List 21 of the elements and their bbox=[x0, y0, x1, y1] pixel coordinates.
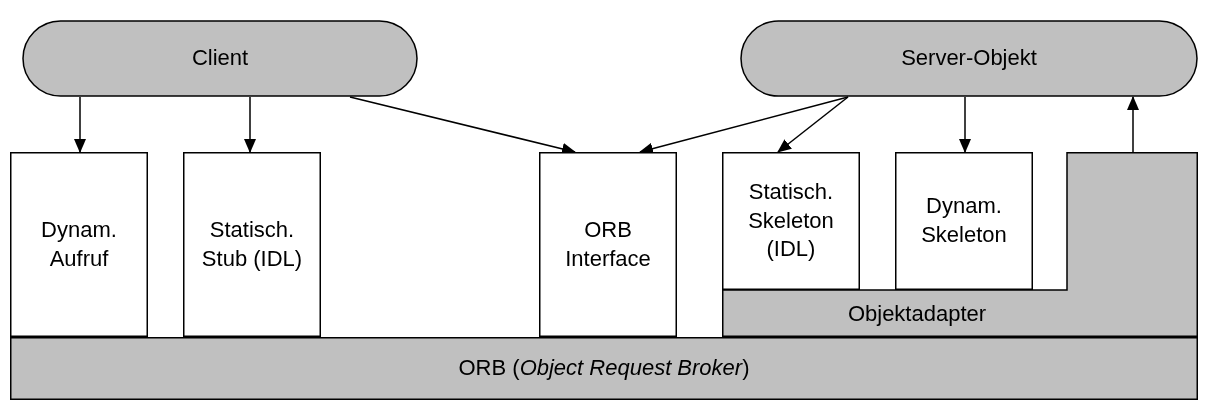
orb-bar bbox=[10, 337, 1198, 400]
arrow bbox=[244, 96, 256, 153]
node-label: Statisch. Skeleton (IDL) bbox=[747, 178, 835, 264]
component-box bbox=[10, 152, 148, 337]
node-label: Statisch. Stub (IDL) bbox=[200, 215, 304, 273]
node-label: Objektadapter bbox=[847, 300, 987, 329]
node-label: Dynam. Skeleton bbox=[920, 192, 1008, 249]
node-label: Dynam. Aufruf bbox=[40, 215, 118, 273]
arrow bbox=[959, 96, 971, 153]
arrow bbox=[777, 96, 849, 153]
component-box bbox=[183, 152, 321, 337]
node-label: ORB Interface bbox=[564, 215, 652, 273]
object-adapter-block bbox=[722, 152, 1198, 337]
arrow bbox=[74, 96, 86, 153]
component-box bbox=[722, 152, 860, 290]
component-box bbox=[895, 152, 1033, 290]
node-label: ORB (Object Request Broker) bbox=[458, 354, 750, 383]
node-label: Server-Objekt bbox=[901, 44, 1037, 73]
component-box bbox=[539, 152, 677, 337]
arrow bbox=[1127, 96, 1139, 153]
node-label: Client bbox=[191, 44, 249, 73]
